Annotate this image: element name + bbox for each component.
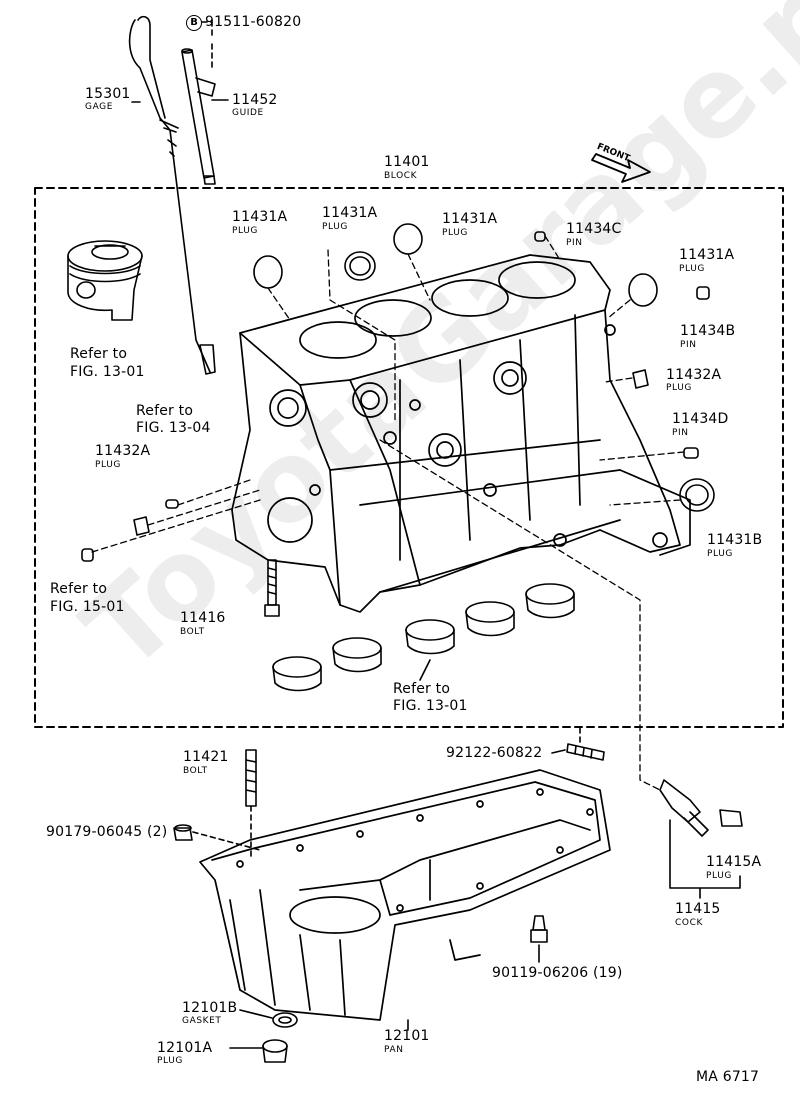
part-11431b-number: 11431B bbox=[707, 532, 763, 548]
diagram-code: MA 6717 bbox=[696, 1069, 760, 1085]
part-11432a-l-name: PLUG bbox=[95, 460, 121, 470]
pin-refer-1304 bbox=[165, 499, 179, 509]
refer-1301b-line2: FIG. 13-01 bbox=[393, 698, 468, 714]
pin-11434b bbox=[696, 286, 710, 300]
part-12101b-number: 12101B bbox=[182, 1000, 238, 1016]
front-arrow bbox=[591, 153, 651, 183]
leader-11415 bbox=[669, 819, 741, 899]
part-11431a-1-number: 11431A bbox=[232, 209, 288, 225]
plug-11431a-2 bbox=[344, 251, 376, 281]
part-15301-name: GAGE bbox=[85, 102, 114, 112]
leader-92122 bbox=[551, 749, 566, 754]
part-92122-number: 92122-60822 bbox=[446, 745, 543, 761]
plug-11432a-r bbox=[632, 369, 649, 389]
part-11431a-3-number: 11431A bbox=[442, 211, 498, 227]
refer-1301a-line2: FIG. 13-01 bbox=[70, 364, 145, 380]
refer-1304-line1: Refer to bbox=[136, 403, 194, 419]
part-11434c-number: 11434C bbox=[566, 221, 622, 237]
part-11415-number: 11415 bbox=[675, 901, 721, 917]
part-11421-name: BOLT bbox=[183, 766, 208, 776]
leader-91511 bbox=[201, 21, 213, 71]
part-11432a-l-number: 11432A bbox=[95, 443, 151, 459]
bolt-90119 bbox=[530, 915, 548, 943]
part-11434c-name: PIN bbox=[566, 238, 583, 248]
refer-1501-line2: FIG. 15-01 bbox=[50, 599, 125, 615]
leader-12101b bbox=[239, 1009, 273, 1019]
refer-1301b-line1: Refer to bbox=[393, 681, 451, 697]
part-12101-name: PAN bbox=[384, 1045, 404, 1055]
part-91511-number: 91511-60820 bbox=[205, 14, 302, 30]
cylinder-block bbox=[231, 254, 691, 613]
part-12101-number: 12101 bbox=[384, 1028, 430, 1044]
dipstick-guide bbox=[181, 48, 216, 185]
plug-11431a-1 bbox=[253, 255, 283, 289]
oil-pan bbox=[199, 769, 611, 1021]
part-11431a-3-name: PLUG bbox=[442, 228, 468, 238]
plug-11431a-4 bbox=[628, 273, 658, 307]
nut-90179 bbox=[173, 824, 193, 841]
part-11415a-number: 11415A bbox=[706, 854, 762, 870]
part-90179-number: 90179-06045 (2) bbox=[46, 824, 168, 840]
plug-11431b bbox=[679, 478, 715, 512]
refer-1501-line1: Refer to bbox=[50, 581, 108, 597]
part-11452-number: 11452 bbox=[232, 92, 278, 108]
part-11431a-4-name: PLUG bbox=[679, 264, 705, 274]
part-11431a-1-name: PLUG bbox=[232, 226, 258, 236]
plug-11431a-3 bbox=[393, 223, 423, 255]
dipstick-gage bbox=[128, 15, 216, 375]
pin-11434d bbox=[683, 447, 699, 459]
stud-92122 bbox=[566, 743, 605, 761]
leader-bearings bbox=[419, 659, 431, 681]
part-12101a-number: 12101A bbox=[157, 1040, 213, 1056]
bolt-11421 bbox=[245, 749, 257, 807]
refer-1301a-line1: Refer to bbox=[70, 346, 128, 362]
part-11416-number: 11416 bbox=[180, 610, 226, 626]
part-11431a-4-number: 11431A bbox=[679, 247, 735, 263]
part-11432a-r-name: PLUG bbox=[666, 383, 692, 393]
plug-leaders bbox=[91, 235, 685, 791]
part-11416-name: BOLT bbox=[180, 627, 205, 637]
part-11415-name: COCK bbox=[675, 918, 703, 928]
part-90119-number: 90119-06206 (19) bbox=[492, 965, 623, 981]
part-11431a-2-name: PLUG bbox=[322, 222, 348, 232]
part-12101a-name: PLUG bbox=[157, 1056, 183, 1066]
block-boundary bbox=[34, 187, 784, 728]
leader-90179 bbox=[192, 831, 261, 851]
part-11452-name: GUIDE bbox=[232, 108, 264, 118]
drain-plug-12101a bbox=[262, 1039, 288, 1063]
part-11434b-name: PIN bbox=[680, 340, 697, 350]
part-11432a-r-number: 11432A bbox=[666, 367, 722, 383]
part-11431a-2-number: 11431A bbox=[322, 205, 378, 221]
refer-1304-line2: FIG. 13-04 bbox=[136, 420, 211, 436]
part-11431b-name: PLUG bbox=[707, 549, 733, 559]
part-15301-number: 15301 bbox=[85, 86, 131, 102]
part-11401-name: BLOCK bbox=[384, 171, 418, 181]
part-11415a-name: PLUG bbox=[706, 871, 732, 881]
part-11421-number: 11421 bbox=[183, 749, 229, 765]
part-11401-number: 11401 bbox=[384, 154, 430, 170]
part-12101b-name: GASKET bbox=[182, 1016, 222, 1026]
piston-icon bbox=[67, 240, 143, 321]
pin-left bbox=[81, 548, 94, 562]
drain-cock-11415 bbox=[659, 779, 743, 837]
bolt-11416 bbox=[264, 559, 280, 617]
part-11434d-number: 11434D bbox=[672, 411, 729, 427]
plug-11432a-l bbox=[133, 516, 150, 536]
gasket-12101b bbox=[272, 1012, 298, 1028]
main-bearings bbox=[272, 583, 575, 692]
part-11434b-number: 11434B bbox=[680, 323, 736, 339]
part-11434d-name: PIN bbox=[672, 428, 689, 438]
bolt-mark-icon: B bbox=[186, 15, 202, 31]
